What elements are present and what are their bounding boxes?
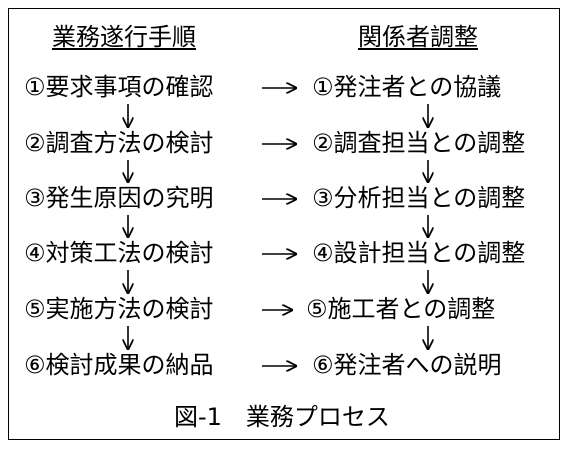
header-left: 業務遂行手順	[52, 23, 196, 51]
left-step-6: ⑥検討成果の納品	[24, 351, 214, 379]
right-step-3: ③分析担当との調整	[312, 184, 526, 212]
right-step-4: ④設計担当との調整	[312, 239, 526, 267]
left-step-5: ⑤実施方法の検討	[24, 295, 214, 323]
right-step-2: ②調査担当との調整	[312, 129, 526, 157]
left-step-3: ③発生原因の究明	[24, 184, 214, 212]
right-step-1: ①発注者との協議	[312, 73, 502, 101]
right-step-5: ⑤施工者との調整	[306, 295, 496, 323]
left-step-1: ①要求事項の確認	[24, 73, 214, 101]
figure-caption: 図-1 業務プロセス	[174, 403, 390, 431]
right-step-6: ⑥発注者への説明	[312, 351, 502, 379]
diagram-frame	[8, 8, 560, 440]
header-right: 関係者調整	[358, 23, 478, 51]
left-step-2: ②調査方法の検討	[24, 129, 214, 157]
left-step-4: ④対策工法の検討	[24, 239, 214, 267]
